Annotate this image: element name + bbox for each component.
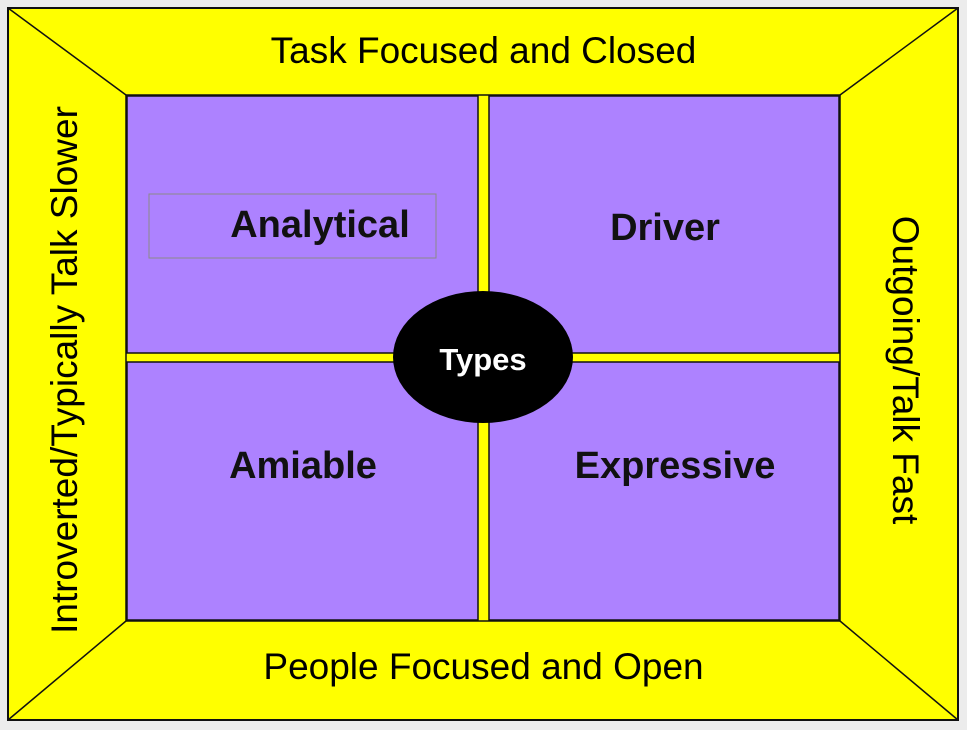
corner-line-bottom-right bbox=[839, 620, 959, 721]
edge-label-bottom: People Focused and Open bbox=[263, 646, 704, 687]
quadrant-top-left bbox=[126, 95, 479, 354]
quadrant-top-right bbox=[488, 95, 840, 354]
corner-line-bottom-left bbox=[7, 620, 127, 721]
center-ellipse bbox=[393, 291, 573, 423]
quadrant-label-analytical: Analytical bbox=[230, 204, 410, 246]
quadrant-label-amiable: Amiable bbox=[229, 445, 377, 487]
quadrant-label-driver: Driver bbox=[610, 207, 720, 249]
edge-label-top: Task Focused and Closed bbox=[270, 30, 697, 71]
center-label-types: Types bbox=[439, 342, 527, 377]
quadrant-label-expressive: Expressive bbox=[574, 445, 776, 487]
quadrant-bottom-left bbox=[126, 361, 479, 621]
edge-label-left: Introverted/Typically Talk Slower bbox=[44, 106, 85, 634]
analytical-textbox-outline bbox=[148, 193, 437, 259]
edge-label-right: Outgoing/Talk Fast bbox=[885, 215, 926, 525]
corner-line-top-left bbox=[7, 7, 127, 96]
corner-line-top-right bbox=[839, 7, 959, 96]
quadrant-bottom-right bbox=[488, 361, 840, 621]
